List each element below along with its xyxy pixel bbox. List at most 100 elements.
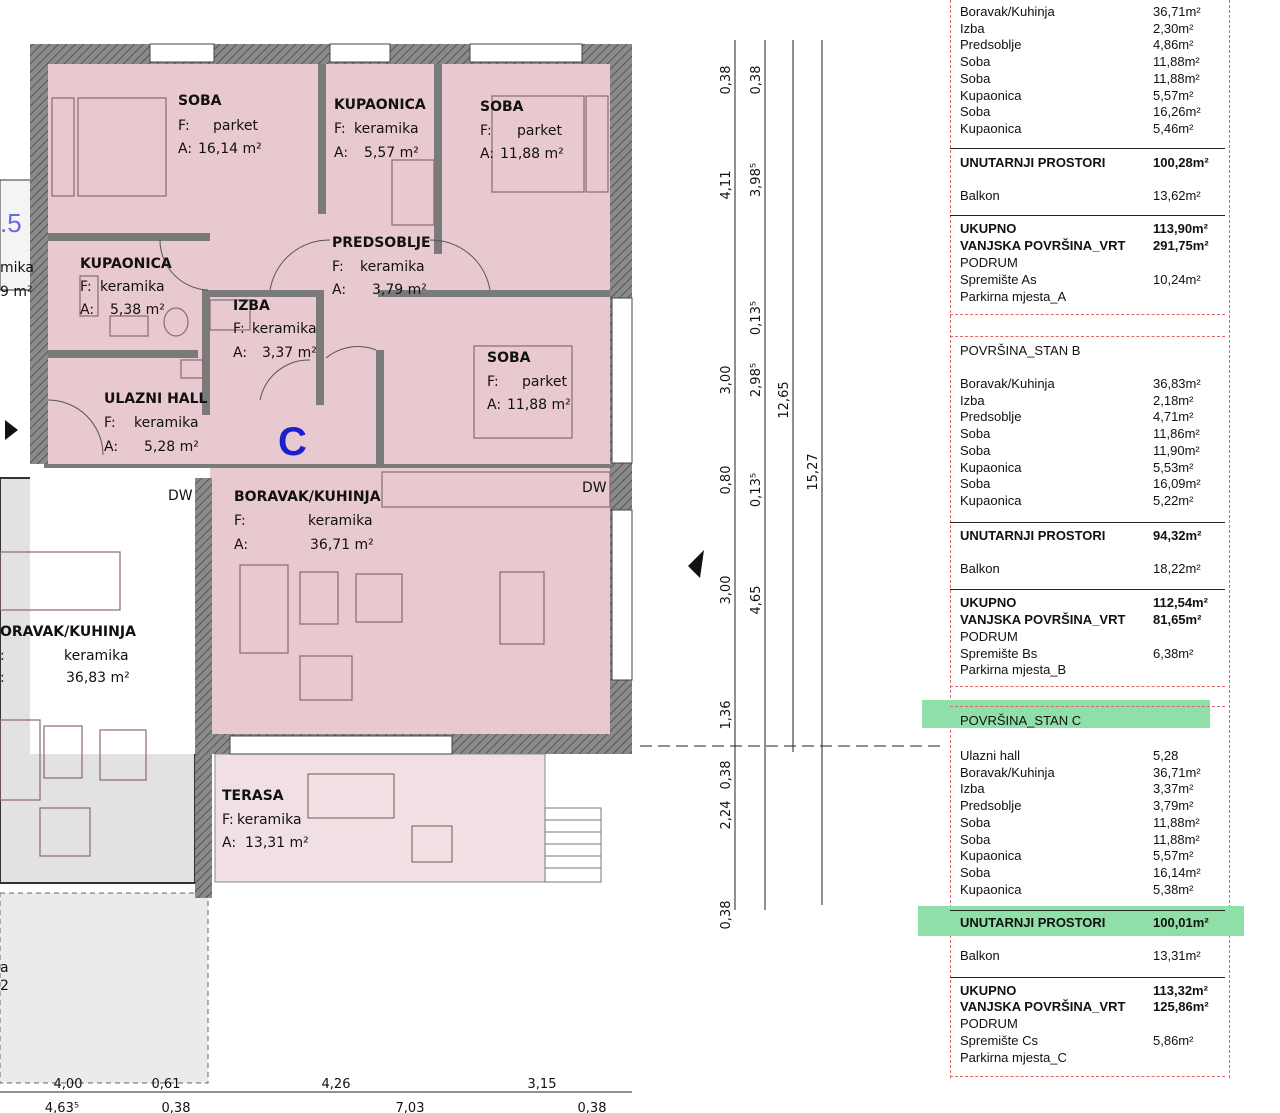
c-start xyxy=(950,706,1225,707)
b-balkon-label: Balkon xyxy=(960,561,1000,576)
c-parking-label: Parkirna mjesta_C xyxy=(960,1050,1067,1065)
dimension-lines xyxy=(0,40,940,1093)
a-row-1-label: Izba xyxy=(960,20,985,36)
c-row-7-value: 16,14m² xyxy=(1153,864,1201,880)
room-izba-area-label: A: xyxy=(233,345,247,361)
c-row-6-label: Kupaonica xyxy=(960,848,1022,864)
north-arrow-icon xyxy=(688,550,704,578)
b-title: POVRŠINA_STAN B xyxy=(960,343,1218,360)
b-row-6-value: 16,09m² xyxy=(1153,476,1201,492)
a-rule-2 xyxy=(950,215,1225,216)
room-soba2-title: SOBA xyxy=(480,99,524,115)
c-row-2-label: Izba xyxy=(960,781,985,797)
b-rule-1 xyxy=(950,522,1225,523)
c-row-6-value: 5,57m² xyxy=(1153,848,1194,864)
a-parking: Parkirna mjesta_A xyxy=(960,289,1218,306)
a-vanjska-value: 291,75m² xyxy=(1153,238,1209,253)
a-row-1-value: 2,30m² xyxy=(1153,20,1194,36)
windows xyxy=(149,43,633,755)
a-podrum: PODRUM xyxy=(960,255,1218,272)
dim-bottom-b-1: 0,38 xyxy=(162,1101,191,1113)
c-vanjska-label: VANJSKA POVRŠINA_VRT xyxy=(960,999,1126,1014)
dim-bottom-a-1: 0,61 xyxy=(152,1077,181,1092)
c-row-4-label: Soba xyxy=(960,814,991,830)
a-row-7-value: 5,46m² xyxy=(1153,120,1194,136)
b-row-0-value: 36,83m² xyxy=(1153,376,1201,391)
room-terasa-title: TERASA xyxy=(222,788,284,804)
c-row-8-label: Kupaonica xyxy=(960,881,1022,897)
neighbour-cut-2: 9 m² xyxy=(0,284,33,300)
dim-inner-0: 0,38 xyxy=(749,66,764,95)
room-soba1-floor-label: F: xyxy=(178,118,190,134)
b-row-3-value: 11,86m² xyxy=(1153,426,1200,442)
dishwasher-label-2: DW xyxy=(582,480,607,496)
dim-inner-5: 4,65 xyxy=(749,586,764,615)
room-boravak-floor: keramika xyxy=(308,513,373,529)
c-row-7-label: Soba xyxy=(960,864,991,880)
c-ukupno-label: UKUPNO xyxy=(960,983,1017,998)
room-ulazni-area-label: A: xyxy=(104,439,118,455)
dim-bottom-b-0: 4,63⁵ xyxy=(45,1101,79,1113)
room-soba1-floor: parket xyxy=(213,118,258,134)
dim-total-1: 15,27 xyxy=(806,453,821,490)
b-row-6-label: Soba xyxy=(960,476,991,492)
left-wall-lower xyxy=(195,478,212,898)
b-ukupno-value: 112,54m² xyxy=(1153,595,1208,610)
b-row-3-label: Soba xyxy=(960,426,991,442)
room-boravak-area: 36,71 m² xyxy=(310,537,374,553)
b-unutarnji-label: UNUTARNJI PROSTORI xyxy=(960,528,1106,543)
b-podrum: PODRUM xyxy=(960,629,1218,646)
dim-total-0: 12,65 xyxy=(777,381,792,418)
room-predsoblje-area-label: A: xyxy=(332,282,346,298)
room-boravakB-floor-label: : xyxy=(0,648,5,664)
dim-outer-3: 0,80 xyxy=(719,466,734,495)
room-kupaonica1-title: KUPAONICA xyxy=(334,97,426,113)
c-row-3-value: 3,79m² xyxy=(1153,798,1194,814)
c-rule-1 xyxy=(950,910,1225,911)
a-row-3-label: Soba xyxy=(960,54,991,70)
living-room-floor xyxy=(210,464,610,734)
c-row-2-value: 3,37m² xyxy=(1153,781,1194,797)
room-kupaonica2-area-label: A: xyxy=(80,302,94,318)
a-spremiste-value: 10,24m² xyxy=(1153,272,1201,287)
c-podrum: PODRUM xyxy=(960,1016,1218,1033)
room-izba-floor-label: F: xyxy=(233,321,245,337)
room-boravakB-floor: keramika xyxy=(64,648,129,664)
c-row-0-value: 5,28 xyxy=(1153,748,1179,763)
b-parking: Parkirna mjesta_B xyxy=(960,662,1218,679)
a-row-6-value: 16,26m² xyxy=(1153,104,1201,120)
dim-outer-5: 1,36 xyxy=(719,701,734,730)
c-title-highlight xyxy=(922,700,1210,728)
room-soba3-area: 11,88 m² xyxy=(507,397,571,413)
c-podrum-label: PODRUM xyxy=(960,1016,1018,1031)
b-row-4-label: Soba xyxy=(960,442,991,458)
a-spremiste-label: Spremište As xyxy=(960,272,1037,287)
neighbour-terrace-area xyxy=(0,892,209,1084)
room-predsoblje-title: PREDSOBLJE xyxy=(332,235,431,251)
c-row-8-value: 5,38m² xyxy=(1153,881,1194,897)
a-row-0-label: Boravak/Kuhinja xyxy=(960,4,1055,19)
room-boravakB-area: 36,83 m² xyxy=(66,670,130,686)
a-row-3-value: 11,88m² xyxy=(1153,54,1200,70)
room-soba2-area-label: A: xyxy=(480,146,494,162)
c-row-5-label: Soba xyxy=(960,831,991,847)
dim-outer-7: 2,24 xyxy=(719,801,734,830)
neighbour-code: .5 xyxy=(0,208,22,238)
room-predsoblje-area: 3,79 m² xyxy=(372,282,427,298)
room-izba-floor: keramika xyxy=(252,321,317,337)
room-predsoblje-floor: keramika xyxy=(360,259,425,275)
room-boravakB-title: ORAVAK/KUHINJA xyxy=(0,624,136,640)
dim-inner-2: 0,13⁵ xyxy=(749,301,764,335)
apartment-floor xyxy=(48,64,610,464)
room-soba1-area: 16,14 m² xyxy=(198,141,262,157)
